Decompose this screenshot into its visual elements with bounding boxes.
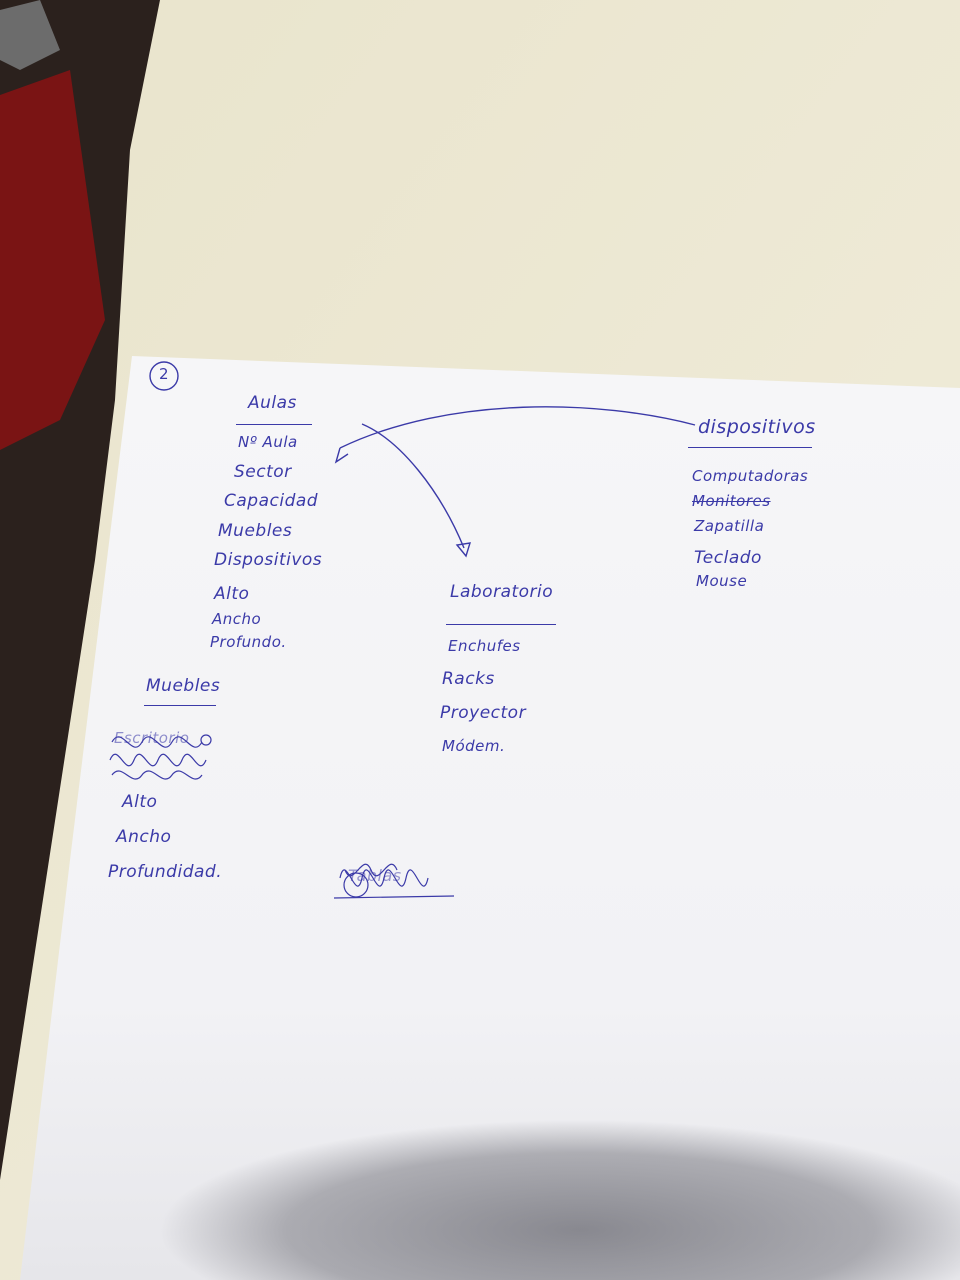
dispositivos-field-computadoras: Computadoras [692, 467, 809, 485]
dispositivos-field-monitores-struck: Monitores [692, 492, 771, 510]
laboratorio-field-racks: Racks [442, 669, 495, 689]
chair-handle [0, 0, 60, 70]
dispositivos-title: dispositivos [698, 416, 816, 438]
aulas-field-alto: Alto [214, 584, 250, 604]
arrowhead-laboratorio [455, 542, 471, 558]
muebles-title: Muebles [146, 676, 221, 696]
dispositivos-field-mouse: Mouse [696, 572, 748, 590]
scribble-tablas [333, 863, 455, 899]
dispositivos-field-teclado: Teclado [694, 548, 762, 568]
dispositivos-underline [688, 447, 812, 448]
relationship-arrows [334, 406, 696, 558]
arrow-aulas-to-laboratorio [361, 423, 465, 549]
aulas-field-nro-aula: Nº Aula [238, 433, 298, 451]
laboratorio-field-enchufes: Enchufes [448, 637, 521, 655]
laboratorio-field-modem: Módem. [442, 737, 506, 755]
red-chair [0, 70, 105, 450]
phone-shadow [160, 1120, 960, 1280]
laboratorio-title: Laboratorio [450, 582, 554, 602]
aulas-field-dispositivos: Dispositivos [214, 550, 323, 570]
scribble-escritorio [109, 734, 212, 780]
laboratorio-underline [446, 624, 556, 625]
muebles-scribbled-escritorio: Escritorio [114, 729, 190, 747]
muebles-field-ancho: Ancho [116, 827, 172, 847]
muebles-underline [144, 705, 216, 706]
page-number-circle [149, 361, 179, 391]
laboratorio-field-proyector: Proyector [440, 703, 527, 723]
aulas-title: Aulas [248, 393, 297, 413]
arrow-dispositivos-to-aulas [339, 406, 696, 449]
scribbled-tablas: Tablas [348, 866, 402, 885]
muebles-field-profundidad: Profundidad. [108, 862, 223, 882]
aulas-field-muebles: Muebles [218, 521, 293, 541]
paper-sheet [20, 356, 960, 1280]
muebles-field-alto: Alto [122, 792, 158, 812]
aulas-field-sector: Sector [234, 462, 292, 482]
dispositivos-field-zapatilla: Zapatilla [694, 517, 765, 535]
page-number: 2 [159, 365, 170, 383]
aulas-field-ancho: Ancho [212, 610, 262, 628]
arrowhead-aulas [334, 447, 349, 464]
aulas-field-profundo: Profundo. [210, 633, 287, 651]
aulas-underline [236, 424, 312, 425]
aulas-field-capacidad: Capacidad [224, 491, 319, 511]
